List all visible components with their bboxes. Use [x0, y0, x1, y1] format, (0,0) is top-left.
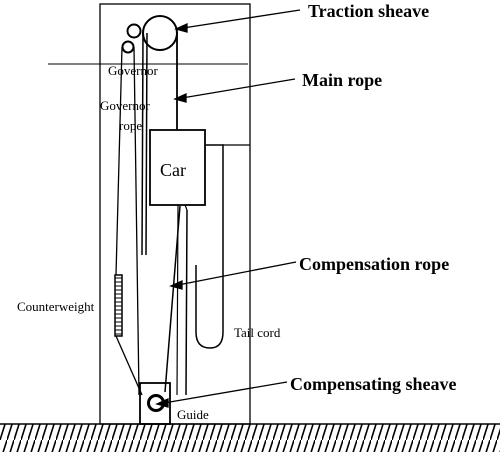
counterweight-ropes: [141, 32, 148, 256]
compensation-rope-label: Compensation rope: [299, 254, 449, 274]
tail-cord-label: Tail cord: [234, 325, 281, 340]
callout-arrows: [155, 9, 301, 408]
compensating-sheave-label: Compensating sheave: [290, 374, 457, 394]
governor-rope-label-line1: Governor: [100, 98, 150, 113]
tail-cord: [195, 144, 224, 349]
governor: [121, 23, 142, 54]
main-rope-label: Main rope: [302, 70, 382, 90]
hoistway-shaft: [99, 3, 251, 425]
guide-label: Guide: [177, 407, 209, 422]
traction-sheave: [142, 15, 178, 51]
counterweight: [114, 274, 123, 337]
traction-sheave-label: Traction sheave: [308, 1, 429, 21]
counterweight-label: Counterweight: [17, 299, 95, 314]
ground: [0, 423, 500, 452]
governor-rope: [115, 46, 143, 396]
governor-label: Governor: [108, 63, 158, 78]
compensation-rope: [164, 205, 181, 393]
governor-rope-label-line2: rope: [119, 118, 142, 133]
car-label: Car: [160, 160, 186, 180]
